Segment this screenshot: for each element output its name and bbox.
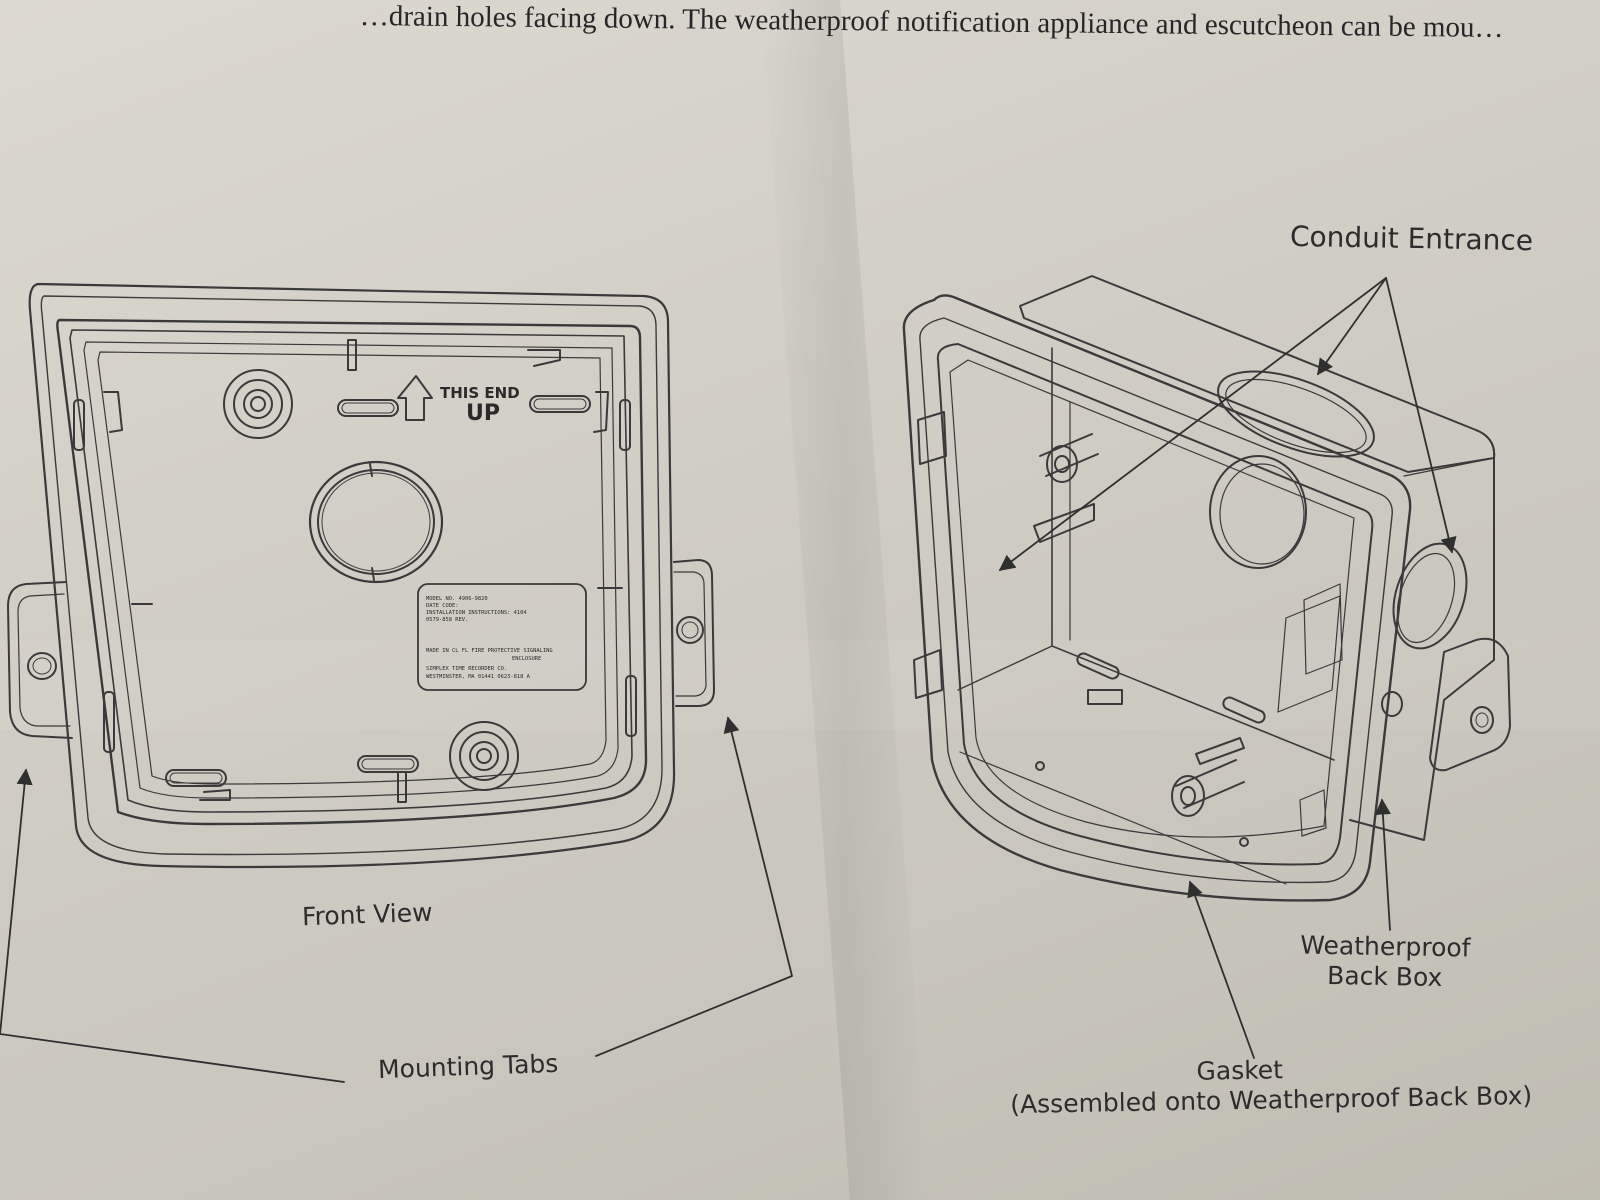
svg-text:ENCLOSURE: ENCLOSURE (512, 656, 541, 662)
conduit-entrance-top (1217, 370, 1375, 458)
up-arrow-icon (397, 375, 433, 421)
knockout-hole (308, 460, 444, 584)
conduit-arrow-3 (1385, 277, 1457, 554)
weatherproof-back-box-label: Weatherproof Back Box (1299, 930, 1471, 994)
mounting-slot (357, 755, 419, 773)
isometric-view-drawing (902, 275, 1511, 902)
callout-lines (0, 277, 1457, 1083)
weatherproof-label-line2: Back Box (1326, 960, 1443, 993)
mounting-tabs-leader-right (595, 716, 793, 1057)
svg-text:SIMPLEX TIME RECORDER CO.: SIMPLEX TIME RECORDER CO. (426, 666, 507, 672)
svg-text:DATE CODE:: DATE CODE: (426, 603, 458, 609)
front-box-rim (56, 318, 648, 826)
front-view-drawing: THIS END UP MODEL NO. 4906-9820 DATE COD… (7, 282, 715, 869)
conduit-arrow-1 (1317, 277, 1387, 376)
mounting-screw-boss-bottom (449, 721, 519, 791)
gasket-frame-inner (919, 317, 1393, 884)
mounting-tab-hole (27, 652, 57, 680)
mounting-tab-iso (1429, 637, 1511, 772)
gasket-frame-outer (902, 294, 1412, 902)
conduit-arrow-2 (998, 277, 1387, 571)
standoff-post (1039, 433, 1099, 483)
mounting-tab-left (7, 581, 73, 739)
mounting-slot (337, 399, 399, 417)
svg-text:INSTALLATION INSTRUCTIONS:: INSTALLATION INSTRUCTIONS: 4104 (426, 610, 527, 616)
front-plate-outline (28, 282, 676, 869)
conduit-entrance-label: Conduit Entrance (1289, 219, 1534, 258)
gasket-leader (1187, 880, 1255, 1059)
svg-text:0579-858 REV.: 0579-858 REV. (426, 617, 468, 623)
mounting-slot (165, 769, 227, 787)
back-box-top-face (1019, 275, 1496, 473)
conduit-entrance-back (1209, 455, 1307, 569)
mounting-slot (529, 395, 591, 413)
front-plate-inner-outline (40, 295, 663, 856)
mounting-tab-right (673, 559, 715, 707)
standoff-post (1171, 759, 1245, 817)
this-end-label: THIS END (440, 384, 520, 402)
svg-text:MADE IN CL FL FIRE PROT: MADE IN CL FL FIRE PROTECTIVE SIGNALING (426, 648, 553, 654)
nameplate-label: MODEL NO. 4906-9820 DATE CODE: INSTALLAT… (417, 583, 587, 691)
back-box-leader (1374, 798, 1391, 931)
up-label: UP (466, 401, 500, 426)
mounting-tab-hole (676, 616, 704, 644)
mounting-tabs-leader-left (0, 770, 345, 1083)
svg-text:WESTMINSTER, MA 01441: WESTMINSTER, MA 01441 0623-818 A (426, 674, 531, 680)
gasket-label: Gasket (Assembled onto Weatherproof Back… (1010, 1052, 1532, 1120)
svg-text:MODEL NO. 4906-9820: MODEL NO. 4906-9820 (426, 596, 488, 602)
back-box-right-face (1349, 429, 1496, 841)
mounting-screw-boss-top (223, 369, 293, 439)
weatherproof-label-line1: Weatherproof (1300, 930, 1471, 963)
front-view-label: Front View (301, 897, 433, 932)
